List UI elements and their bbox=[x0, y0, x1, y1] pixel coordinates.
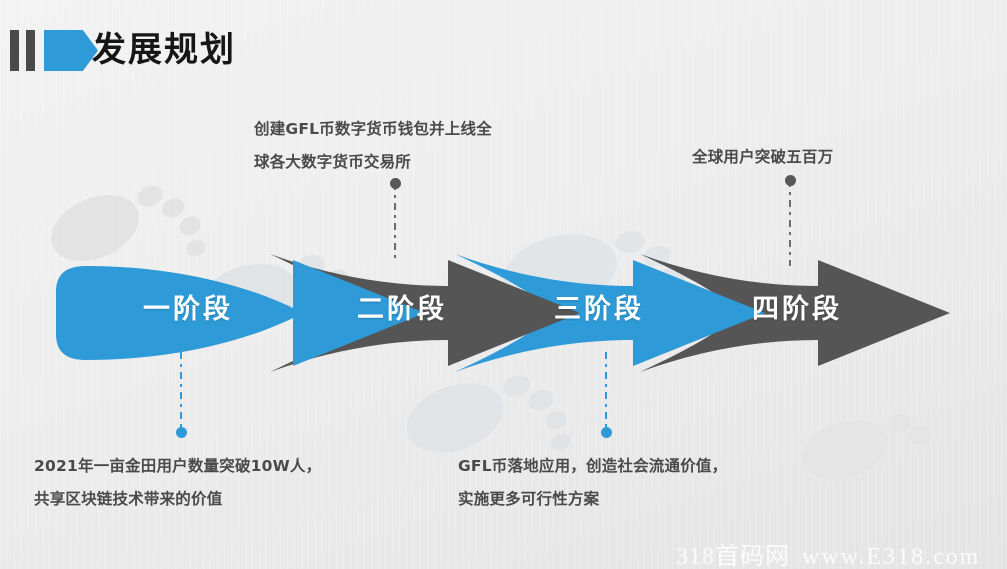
header-bar-icon-1 bbox=[10, 30, 19, 71]
callout-line: 实施更多可行性方案 bbox=[458, 490, 600, 508]
stage-4-label: 四阶段 bbox=[752, 294, 842, 324]
callout-stage-1: 2021年一亩金田用户数量突破10W人， 共享区块链技术带来的价值 bbox=[34, 450, 321, 516]
callout-line: 共享区块链技术带来的价值 bbox=[34, 490, 223, 508]
stage-3-arrow[interactable] bbox=[455, 254, 765, 372]
connector-line bbox=[180, 352, 182, 432]
connector-stage-1 bbox=[175, 352, 187, 438]
connector-dot bbox=[784, 175, 796, 186]
connector-line bbox=[789, 180, 791, 266]
stage-3-label: 三阶段 bbox=[554, 294, 644, 324]
page-title: 发展规划 bbox=[92, 30, 236, 70]
stage-4-arrow[interactable] bbox=[640, 254, 950, 372]
header-chevron-icon bbox=[44, 30, 98, 71]
connector-stage-3 bbox=[600, 352, 612, 438]
watermark-site-name: 318首码网 bbox=[676, 544, 790, 569]
stage-arrow-band: 一阶段 二阶段 三阶段 四阶段 bbox=[0, 248, 1007, 378]
callout-stage-2: 创建GFL币数字货币钱包并上线全 球各大数字货币交易所 bbox=[254, 113, 492, 179]
watermark: 318首码网 www.E318.com bbox=[676, 536, 980, 569]
header-bar-icon-2 bbox=[26, 30, 35, 71]
stage-2-label: 二阶段 bbox=[357, 294, 447, 324]
stage-1-arrow[interactable] bbox=[56, 260, 425, 366]
connector-stage-2 bbox=[389, 178, 401, 261]
callout-stage-4: 全球用户突破五百万 bbox=[692, 141, 833, 174]
slide-header: 发展规划 bbox=[0, 0, 1007, 100]
connector-stage-4 bbox=[784, 175, 796, 266]
connector-line bbox=[605, 352, 607, 432]
connector-line bbox=[394, 183, 396, 261]
stage-1-label: 一阶段 bbox=[143, 294, 233, 324]
callout-line: GFL币落地应用，创造社会流通价值， bbox=[458, 457, 728, 475]
connector-dot bbox=[389, 178, 401, 189]
callout-line: 创建GFL币数字货币钱包并上线全 bbox=[254, 120, 492, 138]
connector-dot bbox=[600, 427, 612, 438]
watermark-url: www.E318.com bbox=[802, 544, 981, 569]
callout-line: 全球用户突破五百万 bbox=[692, 148, 834, 166]
callout-line: 球各大数字货币交易所 bbox=[254, 153, 412, 171]
connector-dot bbox=[175, 427, 187, 438]
callout-stage-3: GFL币落地应用，创造社会流通价值， 实施更多可行性方案 bbox=[458, 450, 727, 516]
callout-line: 2021年一亩金田用户数量突破10W人， bbox=[34, 457, 322, 475]
